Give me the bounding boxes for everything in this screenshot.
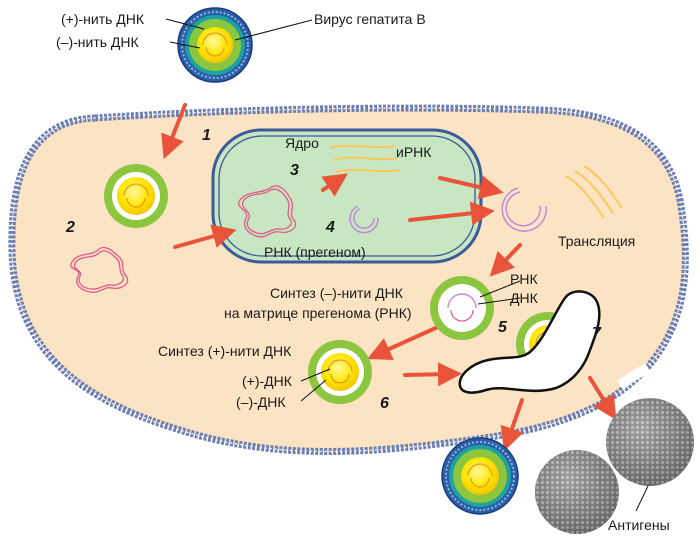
labels: (+)-нить ДНК (–)-нить ДНК Вирус гепатита…	[56, 11, 670, 533]
step-numbers: 1 2 3 4 5 6 7	[65, 127, 602, 412]
mrna-strands-cytoplasm	[565, 165, 623, 219]
label-virus-name: Вирус гепатита В	[314, 11, 426, 27]
step-number: 1	[202, 127, 211, 144]
virion-step1	[104, 164, 168, 228]
label-minus-dna: (–)-ДНК	[236, 394, 286, 410]
virus-particle-released	[441, 437, 519, 515]
label-plus-synthesis: Синтез (+)-нити ДНК	[158, 343, 292, 359]
arrow-pregenome-out	[408, 201, 495, 226]
step-number: 7	[592, 325, 602, 342]
capsid-minus-synthesis	[430, 276, 494, 340]
arrow-entry	[161, 103, 187, 160]
label-plus-strand: (+)-нить ДНК	[61, 11, 145, 27]
arrow-to-synthesis	[489, 243, 522, 277]
endoplasmic-channel	[458, 290, 601, 394]
label-pregenome: РНК (прегеном)	[264, 244, 366, 260]
arrow-to-step6	[367, 324, 442, 360]
dna-loop-nucleus	[238, 185, 297, 238]
label-rna: РНК	[510, 271, 538, 287]
label-nucleus: Ядро	[285, 135, 319, 151]
arrow-to-antigens	[588, 376, 617, 421]
step-number: 3	[290, 162, 299, 179]
label-plus-dna: (+)-ДНК	[242, 373, 293, 389]
mrna-strands-nucleus	[329, 144, 401, 173]
antigen-particles	[535, 398, 694, 534]
nucleus	[211, 128, 483, 264]
label-minus-strand: (–)-нить ДНК	[56, 34, 140, 50]
step-number: 5	[498, 319, 508, 336]
label-antigens: Антигены	[608, 517, 670, 533]
arrow-exit-virion	[500, 398, 524, 452]
arrow-nucleus-transform	[321, 173, 348, 197]
label-dna: ДНК	[510, 290, 539, 306]
virus-particle-top	[177, 7, 253, 83]
label-mrna: иРНК	[396, 144, 432, 160]
label-translation: Трансляция	[558, 233, 635, 249]
capsid-step6	[308, 340, 372, 404]
step-number: 6	[380, 395, 389, 412]
leader-lines	[165, 18, 649, 512]
arrow-to-nucleus	[173, 224, 237, 249]
pregenome-cytoplasm	[501, 187, 547, 232]
label-minus-synthesis-2: на матрице прегенома (РНК)	[224, 305, 412, 321]
label-minus-synthesis-1: Синтез (–)-нити ДНК	[270, 285, 404, 301]
process-arrows	[161, 103, 617, 452]
arrow-to-er	[403, 362, 462, 387]
step-number: 4	[325, 219, 335, 236]
pregenome-nucleus	[349, 205, 379, 234]
arrow-mrna-out	[438, 175, 504, 199]
dna-loop-step2	[70, 246, 129, 293]
step-number: 2	[65, 219, 75, 236]
